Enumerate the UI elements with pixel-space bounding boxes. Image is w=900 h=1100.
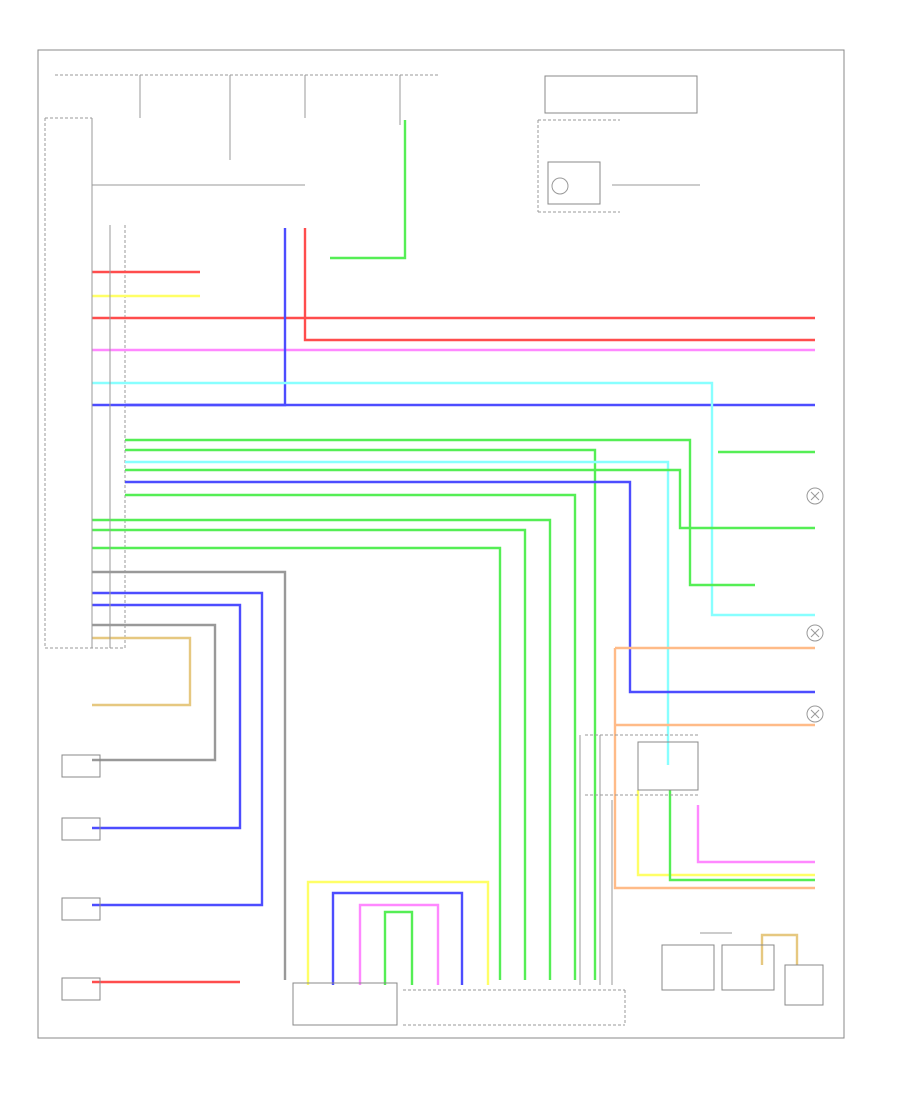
wire-green-34: [383, 910, 414, 985]
wire-blue-32: [331, 891, 464, 985]
bottom-right-switches: [661, 932, 824, 1006]
wire-green-24: [668, 790, 815, 882]
wire-gray-30: [92, 570, 287, 980]
wire-blue-27: [92, 603, 242, 830]
wire-cyan-8: [92, 381, 815, 617]
wire-green-12: [125, 468, 815, 530]
wire-gray-29: [92, 623, 217, 762]
wire-green-9: [125, 438, 755, 587]
top-fuse-labels: [55, 74, 440, 160]
wire-green-14: [125, 493, 577, 980]
wire-pink-33: [358, 903, 440, 985]
wire-pink-22: [696, 805, 815, 864]
wire-yellow-23: [636, 790, 815, 877]
right-lamp-2: [806, 624, 824, 642]
wire-blue-26: [92, 591, 264, 907]
wire-blue-6: [92, 228, 287, 407]
door-switches: [61, 754, 101, 1001]
wire-green-10: [125, 448, 597, 980]
top-right-component: [537, 75, 700, 213]
wire-red-4: [303, 228, 815, 342]
center-right-module: [585, 734, 700, 796]
wire-tan-35: [760, 933, 799, 965]
wire-cyan-11: [125, 460, 670, 765]
bottom-connector-right: [403, 989, 626, 1026]
wire-tan-28: [92, 636, 192, 707]
wire-layer: [91, 118, 815, 985]
diagram-frame: [37, 49, 845, 1039]
right-lamp-1: [806, 487, 824, 505]
wire-green-17: [92, 546, 502, 980]
bottom-connector-left: [292, 982, 398, 1026]
wire-green-15: [92, 518, 552, 980]
right-lamp-3: [806, 705, 824, 723]
wire-orange-21: [613, 648, 815, 890]
wire-blue-13: [125, 480, 815, 694]
wire-yellow-31: [306, 880, 490, 985]
wire-green-16: [92, 528, 527, 980]
wire-green-0: [330, 120, 407, 260]
